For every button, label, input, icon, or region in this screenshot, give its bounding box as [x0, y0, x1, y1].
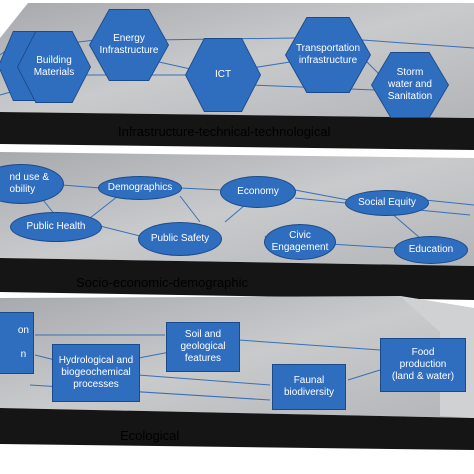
- infrastructure-slab-side: [0, 112, 474, 150]
- transportation-infrastructure-label: Transportation infrastructure: [295, 43, 361, 66]
- soil-geological-node: Soil and geological features: [166, 322, 240, 372]
- demographics-node: Demographics: [98, 176, 182, 200]
- ict-label: ICT: [214, 69, 232, 80]
- hydrological-node: Hydrological and biogeochemical processe…: [52, 344, 140, 402]
- public-health-node: Public Health: [10, 212, 102, 242]
- land-use-label: nd use & obility: [9, 172, 49, 195]
- food-production-node: Food production (land & water): [380, 338, 466, 392]
- faunal-biodiversity-label: Faunal biodiversity: [283, 375, 335, 398]
- public-safety-node: Public Safety: [138, 222, 222, 256]
- education-node: Education: [394, 236, 468, 264]
- public-health-label: Public Health: [26, 221, 86, 232]
- ecological-layer-label: Ecological: [120, 428, 180, 443]
- transportation-infrastructure-node: Transportation infrastructure: [286, 18, 370, 92]
- partial-left-label: on n: [17, 325, 29, 360]
- economy-node: Economy: [220, 176, 296, 208]
- socio-layer-label: Socio-economic-demographic: [76, 275, 248, 290]
- storm-water-label: Storm water and Sanitation: [387, 67, 433, 102]
- civic-engagement-label: Civic Engagement: [271, 230, 329, 253]
- civic-engagement-node: Civic Engagement: [264, 224, 336, 260]
- public-safety-label: Public Safety: [150, 233, 210, 244]
- social-equity-node: Social Equity: [345, 190, 429, 216]
- socio-slab-side: [0, 258, 474, 300]
- faunal-biodiversity-node: Faunal biodiversity: [272, 364, 346, 410]
- infrastructure-layer-label: Infrastructure-technical-technological: [118, 124, 331, 139]
- social-equity-label: Social Equity: [358, 197, 416, 208]
- building-materials-label: Building Materials: [33, 55, 75, 78]
- food-production-label: Food production (land & water): [391, 347, 455, 382]
- soil-geological-label: Soil and geological features: [180, 329, 226, 364]
- demographics-label: Demographics: [107, 182, 173, 193]
- hydrological-label: Hydrological and biogeochemical processe…: [58, 355, 134, 390]
- economy-label: Economy: [237, 186, 279, 197]
- education-label: Education: [408, 244, 454, 255]
- energy-infrastructure-label: Energy Infrastructure: [99, 33, 159, 56]
- partial-left-node: on n: [0, 312, 34, 374]
- ecological-slab-side: [0, 408, 474, 450]
